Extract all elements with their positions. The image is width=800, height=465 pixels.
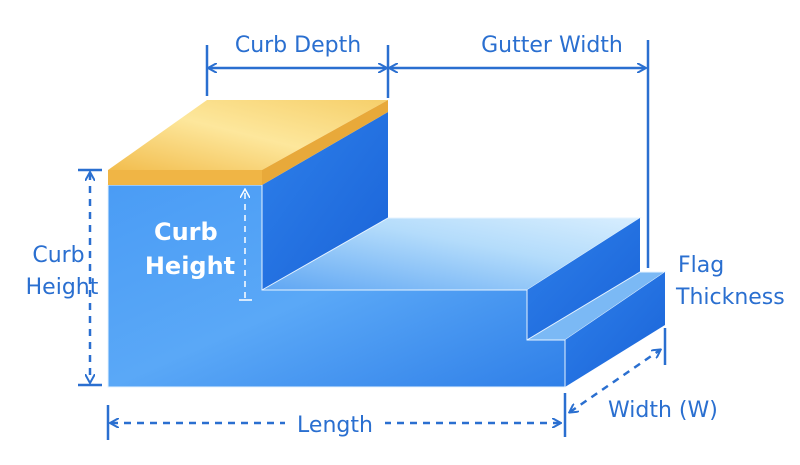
- gutter-riser-face: [527, 218, 640, 340]
- flag-thickness-label: Flag Thickness: [675, 253, 785, 310]
- width-label: Width (W): [608, 398, 718, 423]
- curb-height-label: Curb Height: [26, 243, 99, 300]
- width-arrow: [570, 350, 660, 412]
- length-label-bg: [285, 408, 385, 438]
- curb-cap-side: [262, 100, 388, 185]
- curb-depth-label: Curb Depth: [235, 33, 361, 58]
- curb-cap-front: [108, 170, 262, 185]
- curb-side-face: [262, 112, 388, 290]
- front-face: [107, 184, 566, 388]
- curb-cap-top: [108, 100, 388, 170]
- gutter-width-label: Gutter Width: [481, 33, 623, 58]
- length-label: Length: [297, 413, 373, 438]
- inner-curb-height-label: Curb Height: [145, 218, 235, 280]
